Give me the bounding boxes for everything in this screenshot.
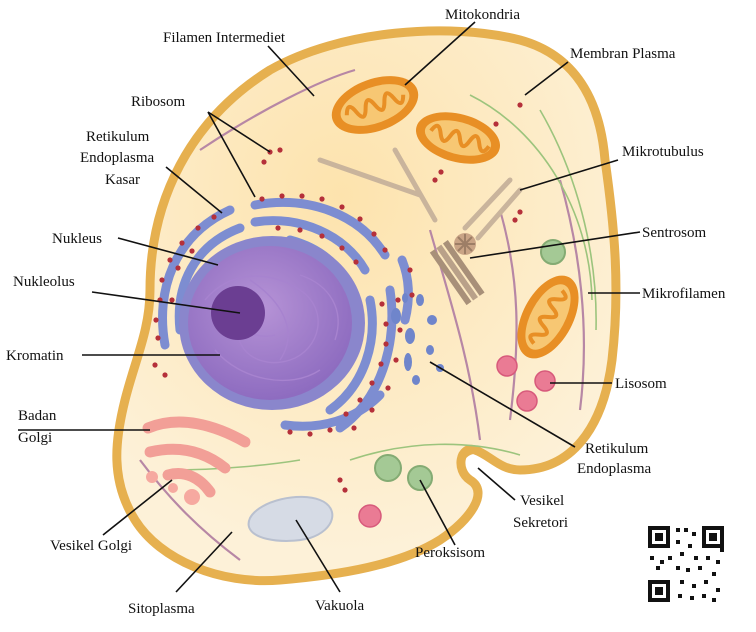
- mitochondrion-2: [416, 112, 500, 164]
- label-membran-plasma: Membran Plasma: [570, 46, 676, 62]
- label-lisosom: Lisosom: [615, 376, 667, 392]
- label-vesikel-golgi: Vesikel Golgi: [50, 538, 132, 554]
- mitochondrion-3: [517, 275, 579, 359]
- label-kromatin: Kromatin: [6, 348, 64, 364]
- label-mitokondria: Mitokondria: [445, 7, 520, 23]
- qr-code-icon: [646, 524, 726, 604]
- peroxisomes: [374, 239, 566, 491]
- ribosome-dots: [152, 102, 523, 493]
- nucleus: [179, 236, 365, 410]
- lysosomes: [358, 355, 556, 528]
- smooth-er: [391, 293, 444, 385]
- label-re-2: Endoplasma: [577, 461, 651, 477]
- microtubules: [317, 147, 523, 241]
- leader-lines: [18, 21, 641, 593]
- label-sitoplasma: Sitoplasma: [128, 601, 195, 617]
- golgi-apparatus: [142, 416, 251, 498]
- label-rek-2: Endoplasma: [80, 150, 154, 166]
- golgi-vesicles: [146, 471, 200, 505]
- label-vesikel-sekretori-2: Sekretori: [513, 515, 568, 531]
- label-mikrofilamen: Mikrofilamen: [642, 286, 726, 302]
- label-vesikel-sekretori-1: Vesikel: [520, 493, 564, 509]
- label-rek-3: Kasar: [105, 172, 140, 188]
- label-nukleus: Nukleus: [52, 231, 102, 247]
- mitochondrion-1: [331, 76, 419, 134]
- secretory-vesicle: [460, 448, 495, 464]
- vacuole: [247, 495, 334, 542]
- label-vakuola: Vakuola: [315, 598, 364, 614]
- label-filamen-intermediet: Filamen Intermediet: [163, 30, 286, 46]
- label-mikrotubulus: Mikrotubulus: [622, 144, 704, 160]
- label-badan-2: Golgi: [18, 430, 52, 446]
- label-re-1: Retikulum: [585, 441, 649, 457]
- labels: Mitokondria Filamen Intermediet Membran …: [6, 7, 726, 617]
- label-rek-1: Retikulum: [86, 129, 150, 145]
- label-nukleolus: Nukleolus: [13, 274, 75, 290]
- label-ribosom: Ribosom: [131, 94, 186, 110]
- label-badan-1: Badan: [18, 408, 57, 424]
- label-peroksisom: Peroksisom: [415, 545, 485, 561]
- label-sentrosom: Sentrosom: [642, 225, 707, 241]
- centrosome: [429, 233, 485, 306]
